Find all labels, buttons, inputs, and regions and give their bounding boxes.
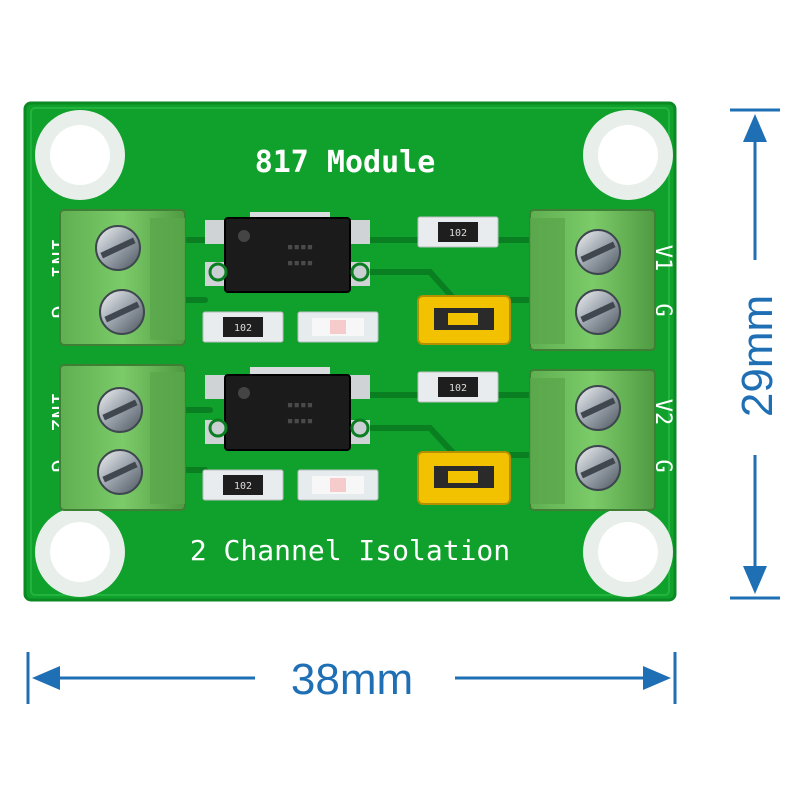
terminal-block-out1 <box>529 209 656 351</box>
screw-head-icon <box>97 449 143 495</box>
screw-head-icon <box>575 289 621 335</box>
terminal-block-out2 <box>529 369 656 511</box>
arrow-head-icon <box>643 666 671 690</box>
width-label: 38mm <box>291 655 413 704</box>
jumper-1 <box>417 295 511 345</box>
arrow-head-icon <box>743 114 767 142</box>
resistor-in-2: 102 <box>202 469 284 501</box>
vias <box>208 262 370 438</box>
optocoupler-chip-1: ▪▪▪▪ ▪▪▪▪ <box>205 212 370 293</box>
svg-text:▪▪▪▪: ▪▪▪▪ <box>287 398 314 411</box>
resistor-code: 102 <box>449 228 467 239</box>
resistor-in-1: 102 <box>202 311 284 343</box>
screw-head-icon <box>575 385 621 431</box>
pcb-edge-highlight <box>30 107 670 596</box>
label-g-out2: G <box>650 459 675 472</box>
screw-head-icon <box>575 229 621 275</box>
arrow-head-icon <box>32 666 60 690</box>
terminal-block-in1 <box>59 209 186 346</box>
resistor-code: 102 <box>234 481 252 492</box>
jumper-2 <box>417 451 511 505</box>
terminal-block-in2 <box>59 364 186 511</box>
svg-text:▪▪▪▪: ▪▪▪▪ <box>287 256 314 269</box>
svg-text:▪▪▪▪: ▪▪▪▪ <box>287 240 314 253</box>
svg-text:▪▪▪▪: ▪▪▪▪ <box>287 414 314 427</box>
resistor-code: 102 <box>234 323 252 334</box>
optocoupler-chip-2: ▪▪▪▪ ▪▪▪▪ <box>205 367 370 451</box>
screw-head-icon <box>575 445 621 491</box>
resistor-out-1: 102 <box>417 216 499 248</box>
pcb-board <box>23 101 677 602</box>
led-2 <box>297 469 379 501</box>
resistor-code: 102 <box>449 383 467 394</box>
screw-head-icon <box>95 225 141 271</box>
led-1 <box>297 311 379 343</box>
height-dimension <box>730 108 780 600</box>
arrow-head-icon <box>743 566 767 594</box>
screw-head-icon <box>97 387 143 433</box>
board-title: 817 Module <box>255 145 436 180</box>
height-label: 29mm <box>733 295 782 417</box>
board-subtitle: 2 Channel Isolation <box>190 534 510 567</box>
label-g-out1: G <box>650 303 675 316</box>
width-dimension <box>26 652 677 704</box>
screw-head-icon <box>99 289 145 335</box>
mounting-holes <box>35 110 673 597</box>
resistor-out-2: 102 <box>417 371 499 403</box>
